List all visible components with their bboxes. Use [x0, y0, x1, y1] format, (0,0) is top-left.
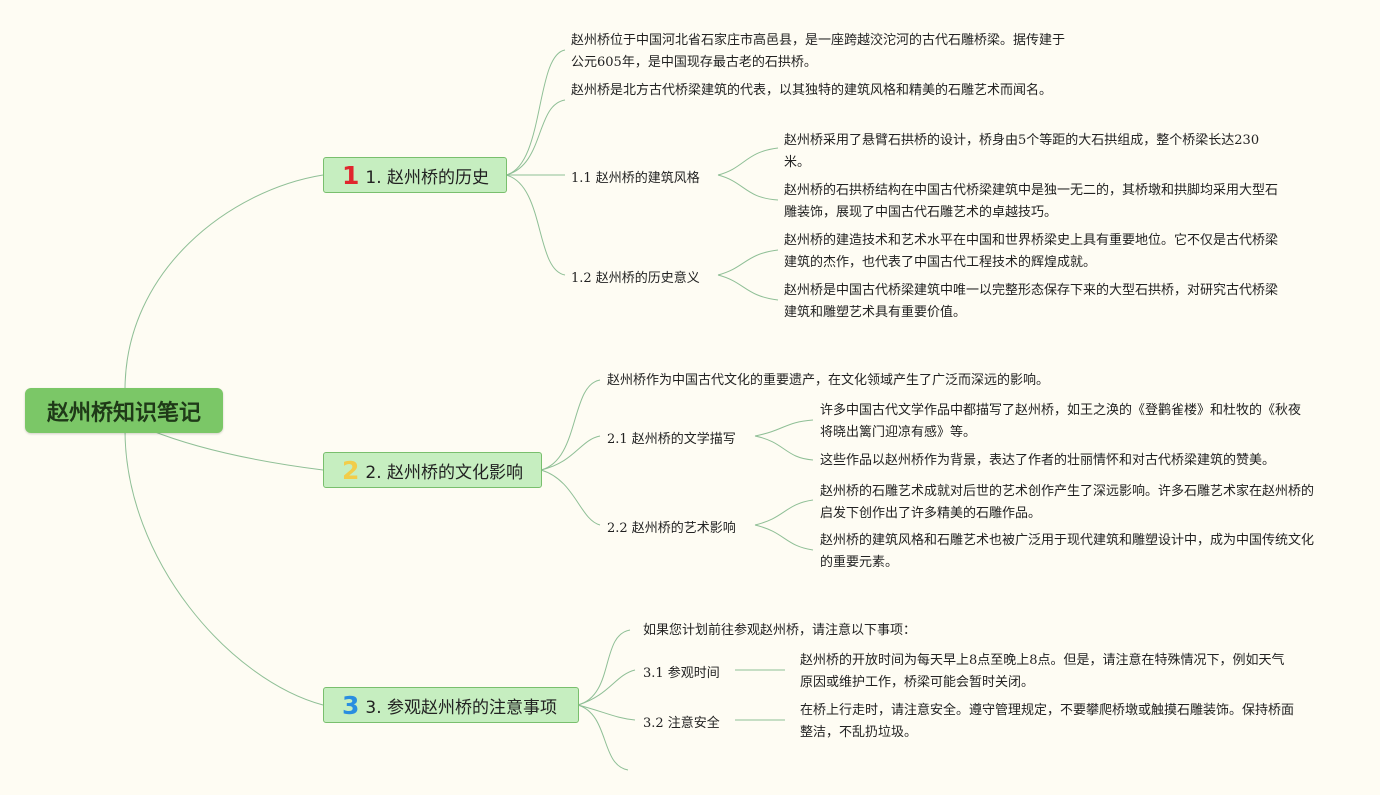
subtopic-architecture-style[interactable]: 1.1 赵州桥的建筑风格 [571, 171, 700, 186]
note-art-modern-design: 赵州桥的建筑风格和石雕艺术也被广泛用于现代建筑和雕塑设计中，成为中国传统文化的重… [820, 533, 1315, 570]
note-visiting-hours: 赵州桥的开放时间为每天早上8点至晚上8点。但是，请注意在特殊情况下，例如天气原因… [800, 653, 1285, 690]
subtopic-art-influence[interactable]: 2.2 赵州桥的艺术影响 [607, 521, 736, 536]
note-architecture-design: 赵州桥采用了悬臂石拱桥的设计，桥身由5个等距的大石拱组成，整个桥梁长达230米。 [784, 133, 1260, 170]
topic-visit-notes-label: 3. 参观赵州桥的注意事项 [365, 697, 558, 718]
topic-cultural-influence-label: 2. 赵州桥的文化影响 [365, 462, 524, 483]
edge-root-3 [124, 429, 324, 706]
edge-root-2 [149, 429, 324, 471]
topic-history[interactable]: 1 1. 赵州桥的历史 [323, 157, 507, 193]
priority-2-icon: 2 [342, 455, 360, 485]
note-significance-status: 赵州桥的建造技术和艺术水平在中国和世界桥梁史上具有重要地位。它不仅是古代桥梁建筑… [784, 233, 1279, 270]
topic-cultural-influence[interactable]: 2 2. 赵州桥的文化影响 [323, 452, 542, 488]
note-literary-works: 许多中国古代文学作品中都描写了赵州桥，如王之涣的《登鹳雀楼》和杜牧的《秋夜将晓出… [820, 403, 1302, 440]
note-significance-value: 赵州桥是中国古代桥梁建筑中唯一以完整形态保存下来的大型石拱桥，对研究古代桥梁建筑… [784, 283, 1279, 320]
subtopic-literary-description[interactable]: 2.1 赵州桥的文学描写 [607, 432, 736, 447]
note-safety: 在桥上行走时，请注意安全。遵守管理规定，不要攀爬桥墩或触摸石雕装饰。保持桥面整洁… [800, 703, 1295, 740]
note-visit-intro: 如果您计划前往参观赵州桥，请注意以下事项： [643, 623, 917, 638]
topic-history-label: 1. 赵州桥的历史 [365, 167, 490, 188]
note-cultural-heritage: 赵州桥作为中国古代文化的重要遗产，在文化领域产生了广泛而深远的影响。 [607, 373, 1050, 388]
note-history-representative: 赵州桥是北方古代桥梁建筑的代表，以其独特的建筑风格和精美的石雕艺术而闻名。 [571, 83, 1053, 98]
note-architecture-structure: 赵州桥的石拱桥结构在中国古代桥梁建筑中是独一无二的，其桥墩和拱脚均采用大型石雕装… [784, 183, 1279, 220]
root-topic[interactable]: 赵州桥知识笔记 [25, 388, 223, 433]
subtopic-safety[interactable]: 3.2 注意安全 [643, 716, 720, 731]
priority-1-icon: 1 [342, 160, 360, 190]
topic-visit-notes[interactable]: 3 3. 参观赵州桥的注意事项 [323, 687, 579, 723]
subtopic-visiting-hours[interactable]: 3.1 参观时间 [643, 666, 720, 681]
note-literary-praise: 这些作品以赵州桥作为背景，表达了作者的壮丽情怀和对古代桥梁建筑的赞美。 [820, 453, 1276, 468]
edge-root-1 [124, 174, 324, 391]
note-history-location: 赵州桥位于中国河北省石家庄市高邑县，是一座跨越洨沱河的古代石雕桥梁。据传建于公元… [571, 33, 1066, 70]
root-topic-label: 赵州桥知识笔记 [46, 400, 201, 426]
note-art-stone-carving: 赵州桥的石雕艺术成就对后世的艺术创作产生了深远影响。许多石雕艺术家在赵州桥的启发… [820, 484, 1315, 521]
subtopic-historical-significance[interactable]: 1.2 赵州桥的历史意义 [571, 271, 700, 286]
priority-3-icon: 3 [342, 690, 360, 720]
